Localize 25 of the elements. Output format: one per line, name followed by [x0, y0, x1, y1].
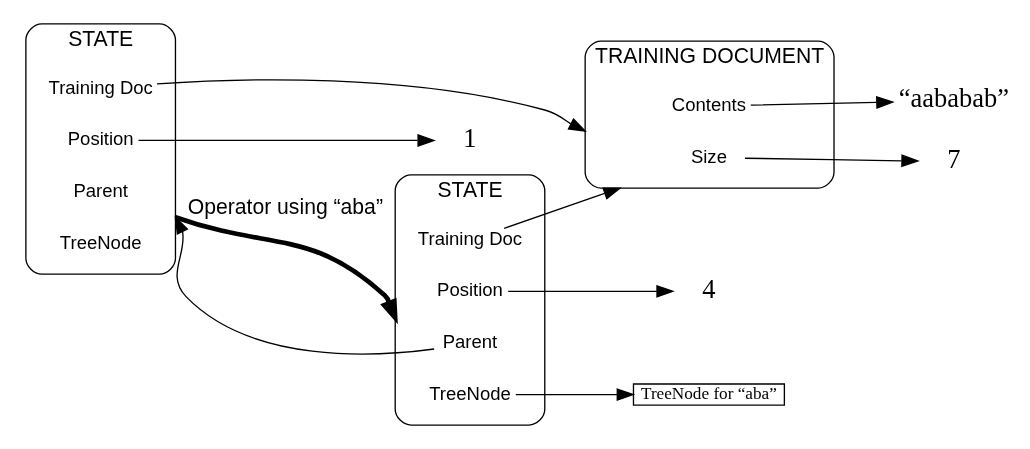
node-text: TreeNode — [429, 382, 511, 404]
arrow — [744, 154, 920, 168]
node-text: Position — [67, 128, 134, 150]
arrow — [507, 284, 675, 298]
node-text: Parent — [73, 179, 128, 201]
node-text: 7 — [947, 144, 961, 175]
node-text: TreeNode — [59, 231, 142, 253]
node-text: “aababab” — [898, 83, 1009, 114]
arrow — [156, 79, 587, 133]
arrow — [174, 215, 398, 325]
arrow — [503, 187, 622, 229]
node-text: 1 — [463, 123, 477, 154]
node-text: 4 — [702, 273, 716, 304]
arrow — [174, 215, 435, 355]
node-text: Training Doc — [417, 227, 523, 249]
edge-label: Operator using “aba” — [187, 195, 383, 219]
node-text: Parent — [442, 330, 498, 352]
node-text: Position — [437, 279, 503, 301]
arrow — [750, 95, 895, 109]
node-text: Contents — [671, 93, 746, 115]
node-box: TreeNode for “aba” — [632, 383, 786, 406]
node-text: Size — [690, 145, 727, 167]
arrow — [515, 388, 636, 402]
node-text: Training Doc — [48, 76, 153, 98]
arrow — [137, 133, 436, 147]
